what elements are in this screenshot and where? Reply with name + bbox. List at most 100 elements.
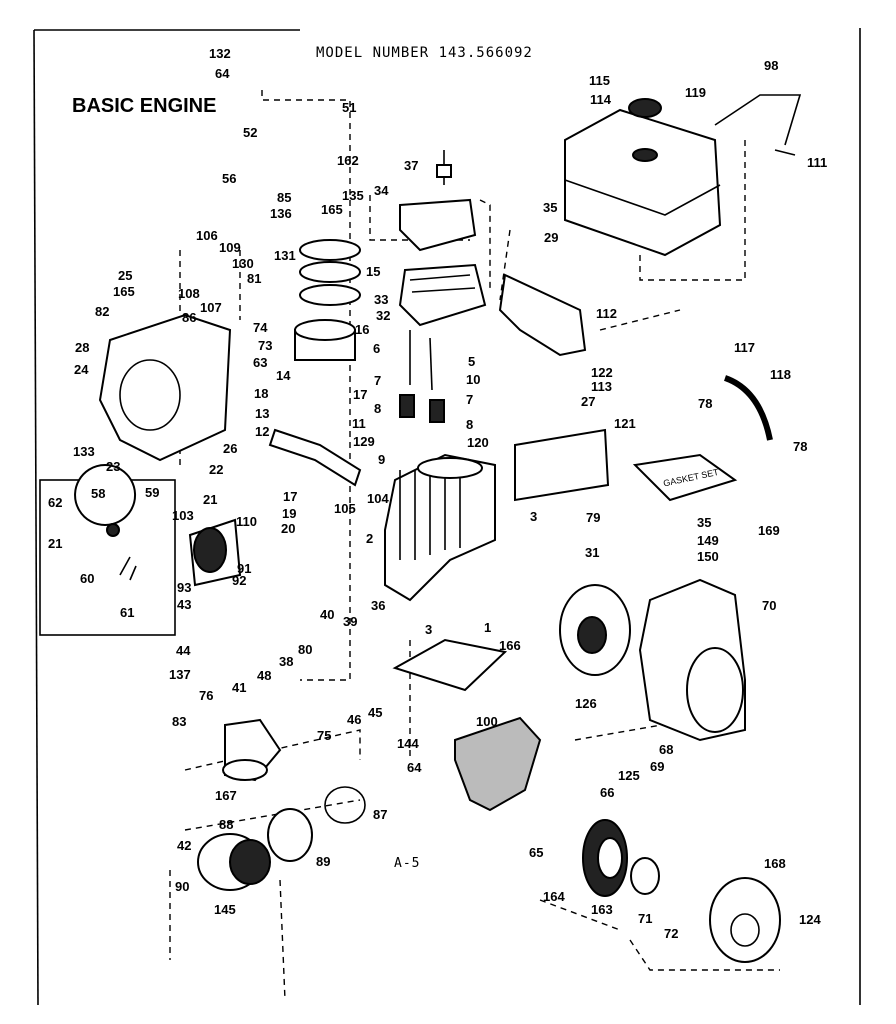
- callout-label: 149: [697, 533, 719, 548]
- callout-label: 18: [254, 386, 268, 401]
- callout-label: 7: [466, 392, 473, 407]
- callout-label: 48: [257, 668, 271, 683]
- callout-label: 64: [215, 66, 230, 81]
- callout-label: 109: [219, 240, 241, 255]
- callout-label: 145: [214, 902, 236, 917]
- callout-label: 20: [281, 521, 295, 536]
- callout-label: 165: [113, 284, 135, 299]
- callout-label: 76: [199, 688, 213, 703]
- callout-label: 129: [353, 434, 375, 449]
- callout-label: 163: [591, 902, 613, 917]
- callout-label: 133: [73, 444, 95, 459]
- callout-label: 62: [48, 495, 62, 510]
- callout-label: 131: [274, 248, 296, 263]
- callout-label: 12: [255, 424, 269, 439]
- callout-label: 79: [586, 510, 600, 525]
- callout-label: 37: [404, 158, 418, 173]
- callout-label: 115: [589, 73, 610, 88]
- inset-detail-box: [39, 464, 176, 636]
- callout-label: 7: [374, 373, 381, 388]
- callout-label: 85: [277, 190, 291, 205]
- callout-label: 61: [120, 605, 134, 620]
- callout-label: 107: [200, 300, 222, 315]
- callout-label: 82: [95, 304, 109, 319]
- callout-label: 8: [374, 401, 381, 416]
- callout-label: 75: [317, 728, 331, 743]
- callout-label: 64: [407, 760, 422, 775]
- callout-label: 44: [176, 643, 191, 658]
- callout-label: 118: [770, 367, 791, 382]
- callout-label: 52: [243, 125, 257, 140]
- callout-label: 164: [543, 889, 565, 904]
- callout-label: 45: [368, 705, 382, 720]
- callout-label: 87: [373, 807, 387, 822]
- callout-label: 35: [697, 515, 711, 530]
- callout-label: 42: [177, 838, 191, 853]
- callout-label: 81: [247, 271, 261, 286]
- callout-label: 38: [279, 654, 293, 669]
- callout-label: 132: [209, 46, 231, 61]
- callout-label: 9: [378, 452, 385, 467]
- callout-label: 86: [182, 310, 196, 325]
- callout-label: 25: [118, 268, 132, 283]
- callout-label: 56: [222, 171, 236, 186]
- callout-label: 69: [650, 759, 664, 774]
- callout-label: 59: [145, 485, 159, 500]
- callout-label: 137: [169, 667, 191, 682]
- callout-label: 63: [253, 355, 267, 370]
- callout-label: 3: [530, 509, 537, 524]
- callout-label: 23: [106, 459, 120, 474]
- page-frame: [33, 28, 861, 1006]
- callout-label: 26: [223, 441, 237, 456]
- callout-label: 98: [764, 58, 778, 73]
- callout-label: 21: [203, 492, 217, 507]
- callout-label: 35: [543, 200, 557, 215]
- callout-label: 100: [476, 714, 498, 729]
- callout-label: 83: [172, 714, 186, 729]
- model-number-header: MODEL NUMBER 143.566092: [316, 45, 533, 61]
- callout-label: 117: [734, 340, 755, 355]
- callout-label: 17: [353, 387, 367, 402]
- page-title: BASIC ENGINE: [72, 95, 217, 117]
- callout-label: 10: [466, 372, 480, 387]
- callout-label: 122: [591, 365, 613, 380]
- callout-label: 73: [258, 338, 272, 353]
- callout-label: 13: [255, 406, 269, 421]
- callout-label: 169: [758, 523, 780, 538]
- callout-label: 60: [80, 571, 94, 586]
- callout-label: 28: [75, 340, 89, 355]
- callout-label: 71: [638, 911, 652, 926]
- callout-label: 80: [298, 642, 312, 657]
- engine-parts: [98, 94, 802, 963]
- callout-label: 136: [270, 206, 292, 221]
- callout-label: 70: [762, 598, 776, 613]
- callout-label: 72: [664, 926, 678, 941]
- callout-label: 24: [74, 362, 89, 377]
- sheet-id: A-5: [394, 856, 421, 871]
- callout-label: 11: [352, 416, 366, 431]
- callout-label: 3: [425, 622, 432, 637]
- callout-label: 111: [807, 155, 827, 170]
- callout-label: 92: [232, 573, 246, 588]
- callout-label: 165: [321, 202, 343, 217]
- callout-label: 2: [366, 531, 373, 546]
- callout-label: 104: [367, 491, 389, 506]
- callout-label: 106: [196, 228, 218, 243]
- callout-label: 16: [355, 322, 369, 337]
- callout-label: 46: [347, 712, 361, 727]
- callout-label: 162: [337, 153, 359, 168]
- callout-label: 78: [793, 439, 807, 454]
- callout-label: 103: [172, 508, 194, 523]
- callout-label: 39: [343, 614, 357, 629]
- callout-label: 125: [618, 768, 640, 783]
- callout-label: 29: [544, 230, 558, 245]
- callout-label: 78: [698, 396, 712, 411]
- callout-label: 121: [614, 416, 636, 431]
- callout-label: 27: [581, 394, 595, 409]
- callout-label: 5: [468, 354, 475, 369]
- callout-label: 110: [236, 514, 257, 529]
- callout-label: 166: [499, 638, 521, 653]
- callout-label: 17: [283, 489, 297, 504]
- callout-label: 51: [342, 100, 356, 115]
- callout-label: 112: [596, 306, 617, 321]
